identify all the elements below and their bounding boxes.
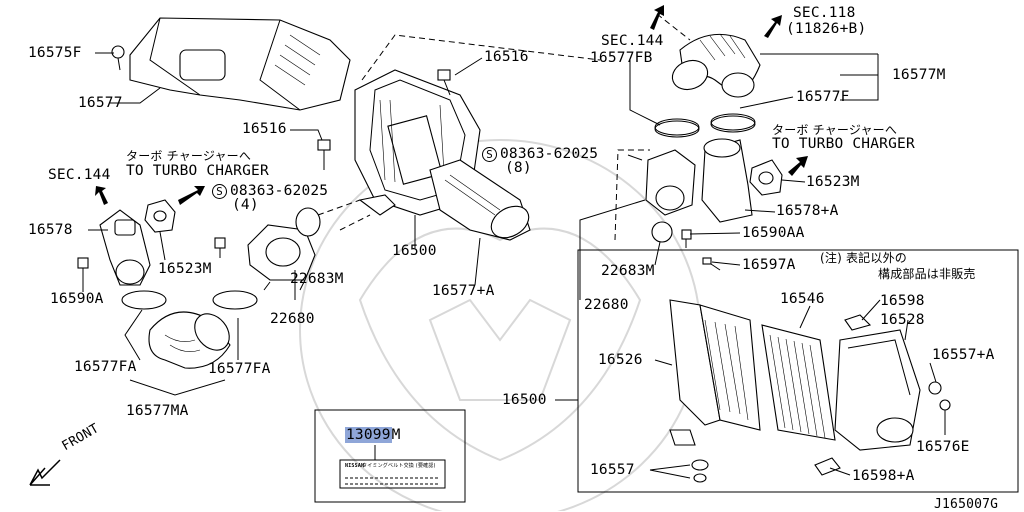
flange-22680-left xyxy=(247,207,321,281)
label-sticker-box xyxy=(314,409,466,503)
bolt-qty-left: (4) xyxy=(232,197,259,213)
arrow-sec144-left xyxy=(95,186,108,205)
arrow-sec118 xyxy=(764,15,782,38)
flange-22680-right xyxy=(645,149,696,243)
bolt-s-marker-right: S xyxy=(482,147,497,162)
housing-upper-16528 xyxy=(834,329,921,451)
part-label-22683M-right: 22683M xyxy=(601,263,655,279)
part-label-16598: 16598 xyxy=(880,293,925,309)
gasket-16523M-left xyxy=(144,199,176,233)
label-sticker xyxy=(339,459,446,489)
part-label-16528: 16528 xyxy=(880,312,925,328)
part-label-22680-left: 22680 xyxy=(270,311,315,327)
note-jp-line2: 構成部品は非販売 xyxy=(878,267,976,281)
turbo-note-jp-left: ターボ チャージャーへ xyxy=(126,149,252,163)
part-label-16578A: 16578+A xyxy=(776,203,839,219)
part-label-16577MA: 16577MA xyxy=(126,403,189,419)
bolt-16590AA xyxy=(681,229,692,248)
part-label-16577FB: 16577FB xyxy=(590,50,653,66)
elbow-16578A xyxy=(701,138,753,223)
element-16546 xyxy=(761,324,836,441)
label-part-number[interactable]: 13099M xyxy=(345,427,401,443)
bolt-16516-top xyxy=(437,69,451,96)
part-label-16557: 16557 xyxy=(590,462,635,478)
clip-16575F xyxy=(111,45,125,71)
scoop-16577A xyxy=(429,159,531,241)
clamp-16577FB xyxy=(654,118,700,138)
part-label-16577F: 16577F xyxy=(796,89,850,105)
sec-label-118: SEC.118 xyxy=(793,5,856,21)
part-label-16590AA: 16590AA xyxy=(742,225,805,241)
bracket-16598 xyxy=(844,314,872,331)
part-label-16577FA-left: 16577FA xyxy=(74,359,137,375)
part-label-16577A: 16577+A xyxy=(432,283,495,299)
part-label-16500-right: 16500 xyxy=(502,392,547,408)
dashed-connector xyxy=(614,13,691,241)
sensor-16597A xyxy=(702,257,721,271)
part-label-16526: 16526 xyxy=(598,352,643,368)
housing-lower-16526 xyxy=(669,299,761,446)
part-label-16500-mid: 16500 xyxy=(392,243,437,259)
bolt-qty-right: (8) xyxy=(505,160,532,176)
mount-16557 xyxy=(691,459,709,483)
bolt-16590A xyxy=(77,257,89,284)
arrow-turbo-right xyxy=(788,156,808,176)
part-label-16597A: 16597A xyxy=(742,257,796,273)
label-part-number-highlight[interactable]: 13099 xyxy=(345,427,392,443)
elbow-16578 xyxy=(99,209,151,286)
turbo-note-jp-right: ターボ チャージャーへ xyxy=(772,123,898,137)
sticker-brand: NISSAN xyxy=(345,463,365,469)
part-label-16546: 16546 xyxy=(780,291,825,307)
part-label-16523M-left: 16523M xyxy=(158,261,212,277)
hose-16577M xyxy=(671,33,761,98)
part-label-22683M-left: 22683M xyxy=(290,271,344,287)
bolt-label-right: 08363-62025 xyxy=(500,146,599,162)
clamp-16577F xyxy=(710,113,756,133)
clip-16576E xyxy=(939,399,951,411)
dashed-connector xyxy=(361,34,601,81)
part-label-16578: 16578 xyxy=(28,222,73,238)
arrow-sec144-right xyxy=(650,5,664,30)
part-label-16516-mid: 16516 xyxy=(242,121,287,137)
part-label-16598A: 16598+A xyxy=(852,468,915,484)
part-label-16577M: 16577M xyxy=(892,67,946,83)
sec-label-118-sub: (11826+B) xyxy=(786,21,867,37)
part-label-16577FA-right: 16577FA xyxy=(208,361,271,377)
label-part-suffix: M xyxy=(391,427,401,443)
sec-label-144-left: SEC.144 xyxy=(48,167,111,183)
sticker-caption: タイミングベルト交換 (要確認) xyxy=(362,463,436,469)
part-label-16523M-right: 16523M xyxy=(806,174,860,190)
grommet-16557A xyxy=(928,381,942,395)
bolt-08363-left xyxy=(214,237,226,258)
front-arrow-icon xyxy=(29,459,61,486)
hose-16577MA xyxy=(121,290,258,369)
bracket-16598A xyxy=(814,457,841,476)
part-label-16575F: 16575F xyxy=(28,45,82,61)
duct-16577 xyxy=(129,17,351,111)
dashed-connector xyxy=(317,199,371,231)
note-jp-line1: (注) 表記以外の xyxy=(820,251,907,265)
part-label-16590A: 16590A xyxy=(50,291,104,307)
bolt-s-marker-left: S xyxy=(212,184,227,199)
part-label-16557A: 16557+A xyxy=(932,347,995,363)
leader-lines xyxy=(82,52,946,479)
bolt-16516-mid xyxy=(317,139,331,170)
bolt-label-left: 08363-62025 xyxy=(230,183,329,199)
part-label-22680-right: 22680 xyxy=(584,297,629,313)
turbo-note-en-left: TO TURBO CHARGER xyxy=(126,163,269,179)
diagram-code: J165007G xyxy=(934,497,999,512)
sec-label-144-right: SEC.144 xyxy=(601,33,664,49)
gasket-16523M-right xyxy=(749,159,783,196)
part-label-16576E: 16576E xyxy=(916,439,970,455)
box-16500-exploded xyxy=(577,249,1019,493)
part-label-16577: 16577 xyxy=(78,95,123,111)
turbo-note-en-right: TO TURBO CHARGER xyxy=(772,136,915,152)
arrow-turbo-left xyxy=(178,186,205,205)
part-label-16516-top: 16516 xyxy=(484,49,529,65)
